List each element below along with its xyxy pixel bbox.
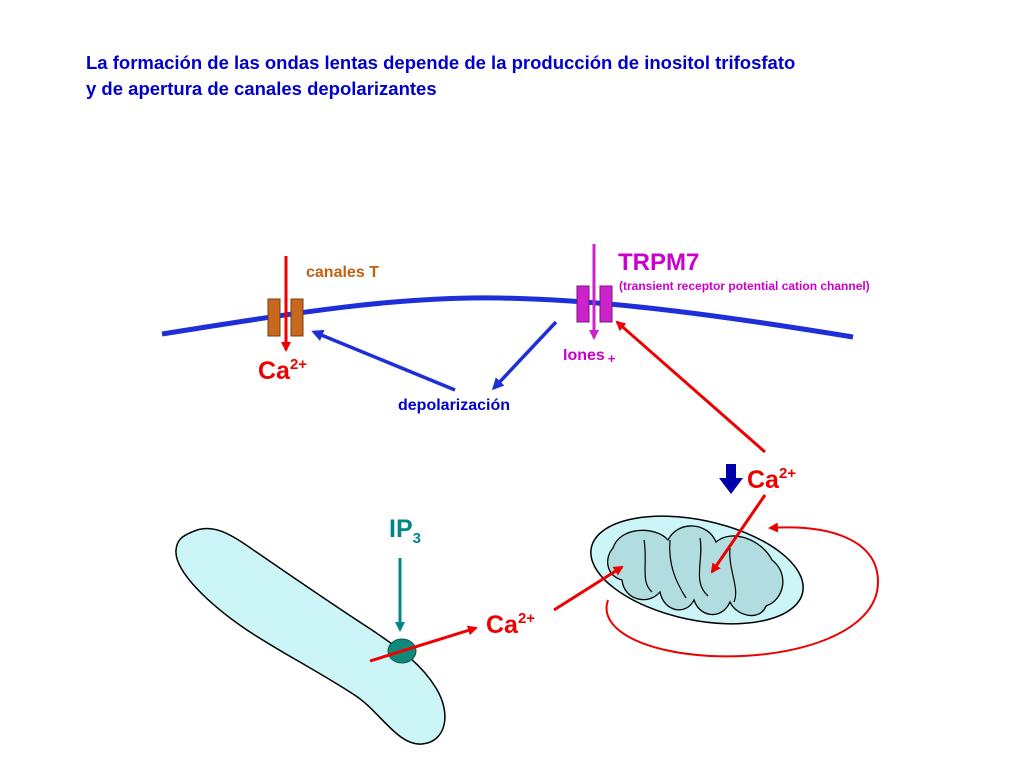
depolarization-label: depolarización xyxy=(398,397,511,414)
trpm7-channel xyxy=(576,285,613,323)
calcium-label-er: Ca2+ xyxy=(486,610,536,639)
calcium-label-t-channel: Ca2+ xyxy=(258,356,308,385)
mitochondrion xyxy=(590,515,804,625)
cell-membrane xyxy=(161,295,854,340)
er-calcium-release-arrow xyxy=(369,625,478,663)
decrease-arrow-icon xyxy=(719,464,743,494)
calcium-uptake-arrow xyxy=(553,565,624,612)
calcium-cycle-arrow xyxy=(605,522,880,658)
slide-title: La formación de las ondas lentas depende… xyxy=(86,50,986,102)
depolarization-to-t-channel-arrow xyxy=(311,329,456,392)
trpm7-label: TRPM7 xyxy=(618,249,700,276)
calcium-to-trpm7-arrow xyxy=(615,320,766,454)
calcium-release-arrow xyxy=(710,494,767,574)
t-channel-label: canales T xyxy=(306,264,379,281)
calcium-label-mitochondria: Ca2+ xyxy=(747,465,797,494)
ions-to-depolarization-arrow xyxy=(491,320,558,391)
slide-title-line-1: La formación de las ondas lentas depende… xyxy=(86,52,796,73)
ions-label: Iones+ xyxy=(563,347,615,366)
ip3-label: IP3 xyxy=(389,515,421,547)
ions-charge: + xyxy=(607,351,616,366)
endoplasmic-reticulum xyxy=(175,527,446,745)
trpm7-description: (transient receptor potential cation cha… xyxy=(619,279,870,293)
t-channel xyxy=(267,298,304,337)
slide-title-line-2: y de apertura de canales depolarizantes xyxy=(86,78,437,99)
ions-text: Iones xyxy=(563,347,605,364)
